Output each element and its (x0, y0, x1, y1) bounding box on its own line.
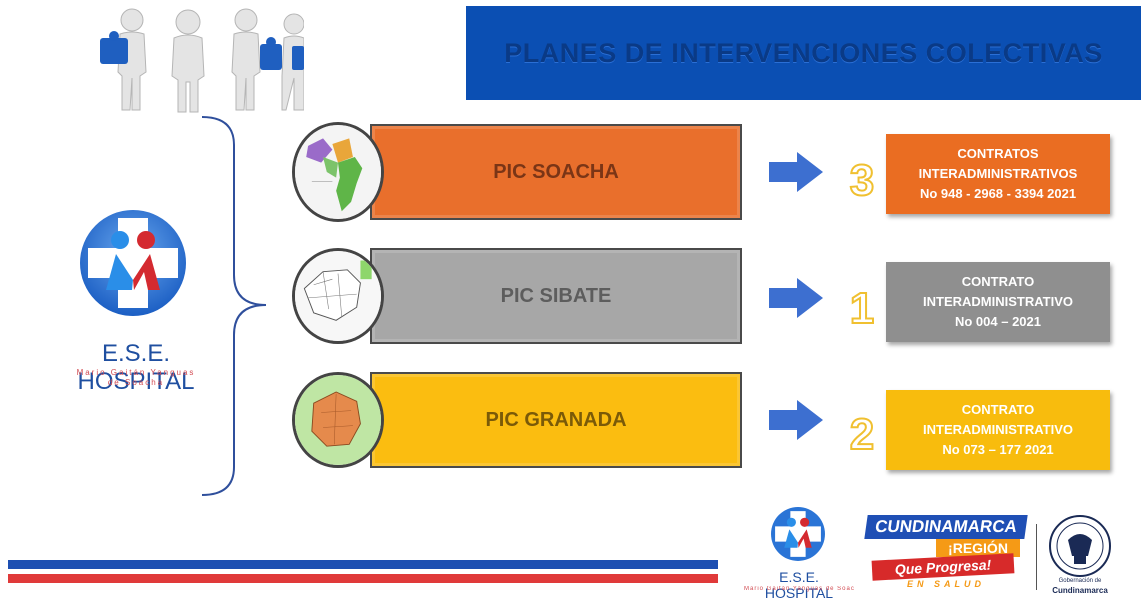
row-soacha-label: PIC SOACHA (493, 160, 619, 183)
org-subtitle-line1: Mario Gaitán Yanguas (76, 368, 196, 377)
row-sibate-label: PIC SIBATE (500, 284, 612, 307)
contract-line2: INTERADMINISTRATIVO (923, 294, 1073, 309)
footer-hospital-logo-icon (771, 507, 825, 561)
map-soacha-icon (292, 122, 384, 222)
gov-line2: Cundinamarca (1052, 586, 1108, 595)
footer-stripe-red (8, 574, 718, 583)
row-granada-count: 2 (849, 409, 875, 460)
region-line3: Que Progresa! (871, 553, 1015, 581)
page-title: PLANES DE INTERVENCIONES COLECTIVAS (504, 37, 1103, 68)
brace-connector (201, 116, 267, 496)
row-soacha-contract: CONTRATOS INTERADMINISTRATIVOS No 948 - … (886, 134, 1110, 214)
row-granada-label: PIC GRANADA (485, 408, 627, 431)
footer-divider (1036, 524, 1037, 590)
government-seal-icon (1049, 515, 1111, 577)
contract-line2: INTERADMINISTRATIVOS (918, 166, 1078, 181)
contract-line3: No 073 – 177 2021 (942, 442, 1054, 457)
footer-stripe-blue (8, 560, 718, 569)
row-sibate-count: 1 (849, 283, 875, 334)
row-sibate-contract: CONTRATO INTERADMINISTRATIVO No 004 – 20… (886, 262, 1110, 342)
region-badge: CUNDINAMARCA ¡REGIÓN Que Progresa! EN SA… (864, 515, 1028, 595)
gov-line1: Gobernación de (1058, 578, 1102, 584)
org-subtitle: Mario Gaitán Yanguas de Soacha (46, 368, 226, 388)
region-line1: CUNDINAMARCA (864, 515, 1028, 539)
region-line2: ¡REGIÓN (936, 539, 1020, 557)
contract-line2: INTERADMINISTRATIVO (923, 422, 1073, 437)
row-soacha-count: 3 (849, 155, 875, 206)
contract-line1: CONTRATOS (957, 146, 1039, 161)
footer-org-name: E.S.E. HOSPITAL (764, 569, 834, 601)
right-arrow-icon (769, 152, 823, 192)
footer-org-sub: Mario Gaitán Yanguas de Soacha (744, 586, 854, 592)
right-arrow-icon (769, 278, 823, 318)
row-sibate-box: PIC SIBATE (370, 248, 742, 344)
title-banner: PLANES DE INTERVENCIONES COLECTIVAS (466, 6, 1141, 100)
region-line4: EN SALUD (906, 579, 985, 589)
right-arrow-icon (769, 400, 823, 440)
contract-line1: CONTRATO (961, 274, 1035, 289)
row-granada-box: PIC GRANADA (370, 372, 742, 468)
people-puzzle-illustration (100, 8, 304, 113)
row-soacha-box: PIC SOACHA (370, 124, 742, 220)
hospital-logo-icon (80, 210, 186, 316)
org-subtitle-line2: de Soacha (107, 378, 165, 387)
contract-line3: No 948 - 2968 - 3394 2021 (919, 186, 1077, 201)
contract-line1: CONTRATO (961, 402, 1035, 417)
map-granada-icon (292, 372, 384, 468)
map-sibate-icon (292, 248, 384, 344)
contract-line3: No 004 – 2021 (954, 314, 1041, 329)
org-name: E.S.E. HOSPITAL (77, 340, 195, 395)
row-granada-contract: CONTRATO INTERADMINISTRATIVO No 073 – 17… (886, 390, 1110, 470)
